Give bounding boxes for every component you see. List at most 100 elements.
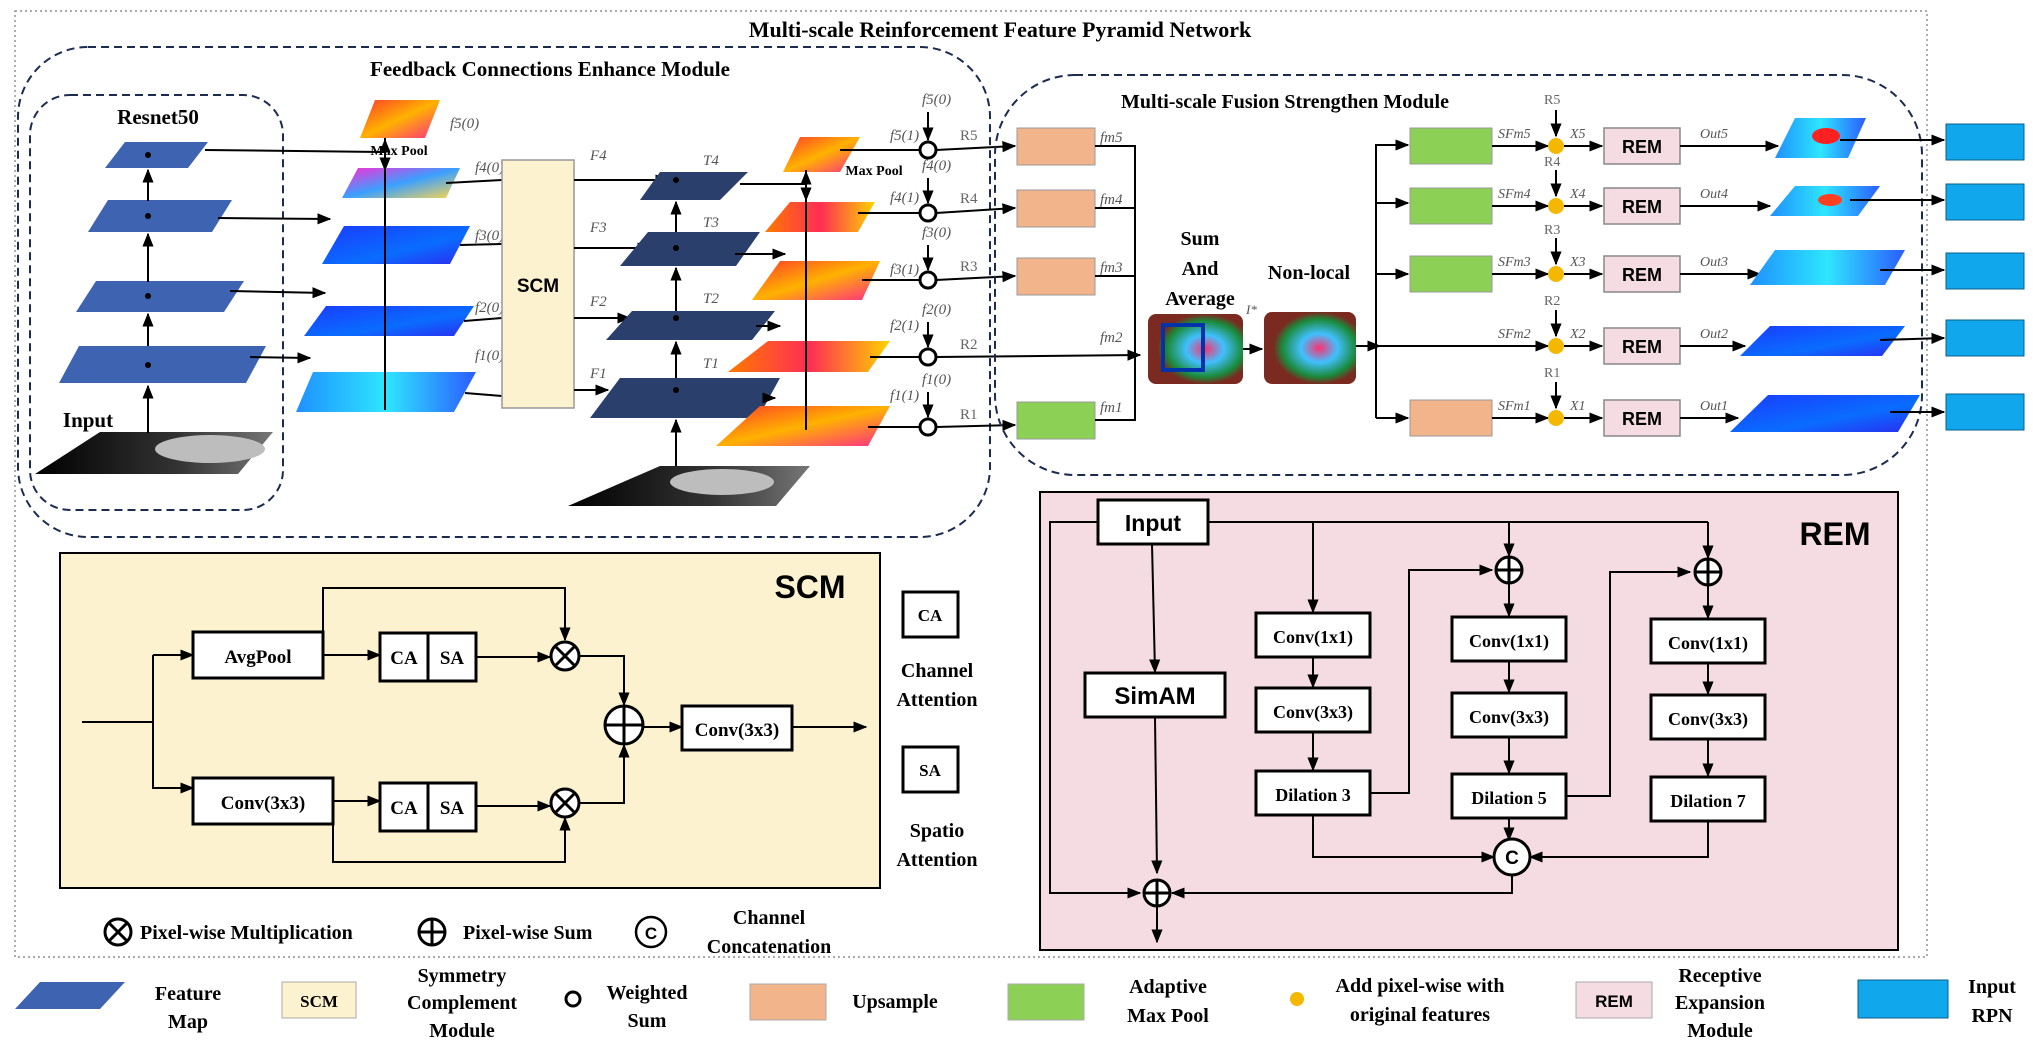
f3-1-label: f3(1) — [890, 262, 919, 278]
T2-map — [606, 311, 775, 340]
heatmap-f1-1 — [716, 406, 890, 446]
ca-top-label: CA — [390, 648, 418, 669]
sa-legend-label: SA — [919, 761, 941, 780]
heatmap-f2-1 — [728, 341, 890, 372]
T1-map — [590, 378, 780, 418]
avgpool-label: AvgPool — [224, 647, 291, 668]
r1-label-right: R1 — [1544, 366, 1560, 381]
ca-box-top — [378, 631, 430, 683]
simam-label: SimAM — [1114, 683, 1195, 710]
sa-box-top — [426, 631, 478, 683]
x1-label: X1 — [1569, 399, 1586, 414]
sum-and-average-2: And — [1182, 258, 1219, 280]
branch1-dilation — [1254, 769, 1372, 817]
legend-upsample-swatch — [749, 983, 827, 1021]
sum-and-average-3: Average — [1165, 288, 1235, 310]
out3-map — [1750, 250, 1905, 285]
adaptive-pool-5 — [1409, 127, 1493, 165]
fm3-label: fm3 — [1100, 260, 1123, 276]
fr1-0-label: f1(0) — [922, 372, 951, 388]
r2-label-right: R2 — [1544, 294, 1560, 309]
r1-label-left: R1 — [960, 407, 978, 423]
resnet-feature-map-4 — [88, 200, 232, 232]
rpn-input-2 — [1945, 319, 2025, 357]
legend-scm-box-label: SCM — [300, 992, 338, 1011]
sum-node-branch2 — [1494, 555, 1524, 585]
f2-1-label: f2(1) — [890, 318, 919, 334]
resnet-frame — [29, 94, 284, 511]
main-title: Multi-scale Reinforcement Feature Pyrami… — [749, 17, 1252, 42]
weighted-sum-2 — [918, 347, 938, 367]
r5-label-left: R5 — [960, 128, 978, 144]
x5-label: X5 — [1569, 127, 1586, 142]
out1-map — [1730, 395, 1920, 432]
legend-rem-1: Receptive — [1678, 965, 1761, 987]
branch2-dilation — [1450, 772, 1568, 820]
sum-average-map-overlay — [1161, 323, 1205, 372]
rem-block-5-label: REM — [1622, 137, 1662, 157]
f5-1-label: f5(1) — [890, 128, 919, 144]
branch3-conv3x3 — [1649, 693, 1767, 741]
add-dot-4 — [1548, 198, 1564, 214]
sfm2-label: SFm2 — [1498, 327, 1531, 342]
fr2-0-label: f2(0) — [922, 302, 951, 318]
heatmap-f4-0 — [342, 168, 460, 198]
branch2-conv3x3-label: Conv(3x3) — [1469, 707, 1549, 728]
legend-adaptive-swatch — [1007, 983, 1085, 1021]
branch1-dilation-label: Dilation 3 — [1275, 785, 1351, 805]
outer-frame — [14, 10, 1928, 958]
f4-1-label: f4(1) — [890, 190, 919, 206]
weighted-sum-4 — [918, 203, 938, 223]
sum-node-branch3 — [1693, 557, 1723, 587]
non-local-label: Non-local — [1268, 262, 1351, 284]
f4-0-label: f4(0) — [475, 160, 504, 176]
branch1-conv1x1-label: Conv(1x1) — [1273, 627, 1353, 648]
upsample-4 — [1016, 189, 1096, 228]
legend-upsample: Upsample — [852, 991, 938, 1013]
legend-scm-2: Complement — [407, 992, 517, 1014]
branch1-conv3x3-label: Conv(3x3) — [1273, 702, 1353, 723]
rem-block-3 — [1603, 255, 1681, 293]
F4-label: F4 — [589, 148, 607, 164]
fm5-label: fm5 — [1100, 130, 1123, 146]
resnet-feature-map-3 — [76, 281, 244, 312]
fr5-0-label: f5(0) — [922, 92, 951, 108]
legend-add-2: original features — [1350, 1004, 1490, 1026]
scm-panel-title: SCM — [774, 569, 845, 605]
conv3x3-box-left — [191, 776, 335, 826]
heatmap-f3-0 — [322, 226, 470, 264]
branch2-conv3x3 — [1450, 691, 1568, 739]
branch3-dilation-label: Dilation 7 — [1670, 791, 1746, 811]
out1-label: Out1 — [1700, 399, 1728, 414]
legend-feature-map-swatch — [15, 982, 125, 1009]
fm2-label: fm2 — [1100, 330, 1123, 346]
branch2-conv1x1-label: Conv(1x1) — [1469, 631, 1549, 652]
input-label: Input — [63, 408, 113, 432]
rem-block-4-label: REM — [1622, 197, 1662, 217]
legend-rem-2: Expansion — [1675, 992, 1765, 1014]
legend-rpn-swatch — [1857, 979, 1949, 1019]
T2-label: T2 — [703, 291, 719, 307]
mult-legend-label: Pixel-wise Multiplication — [140, 922, 353, 944]
add-dot-2 — [1548, 338, 1564, 354]
out5-map-hot — [1812, 128, 1840, 144]
legend-weighted-2: Sum — [628, 1010, 667, 1032]
conv3x3-out-label: Conv(3x3) — [695, 720, 779, 741]
fr4-0-label: f4(0) — [922, 158, 951, 174]
r2-label-left: R2 — [960, 337, 978, 353]
msfsm-title: Multi-scale Fusion Strengthen Module — [1121, 91, 1449, 113]
out4-label: Out4 — [1700, 187, 1728, 202]
rem-block-1 — [1603, 399, 1681, 437]
branch3-conv3x3-label: Conv(3x3) — [1668, 709, 1748, 730]
ca-legend-text-1: Channel — [901, 660, 974, 682]
rpn-input-4 — [1945, 183, 2025, 221]
rem-block-2 — [1603, 327, 1681, 365]
rpn-input-5 — [1945, 123, 2025, 161]
T1-label: T1 — [703, 356, 719, 372]
rem-block-3-label: REM — [1622, 265, 1662, 285]
rem-block-4 — [1603, 187, 1681, 225]
sum-node-rem-out — [1142, 878, 1172, 908]
upsample-3 — [1016, 257, 1096, 296]
heatmap-f5-1-source — [783, 137, 860, 172]
mult-legend-icon — [103, 917, 133, 947]
